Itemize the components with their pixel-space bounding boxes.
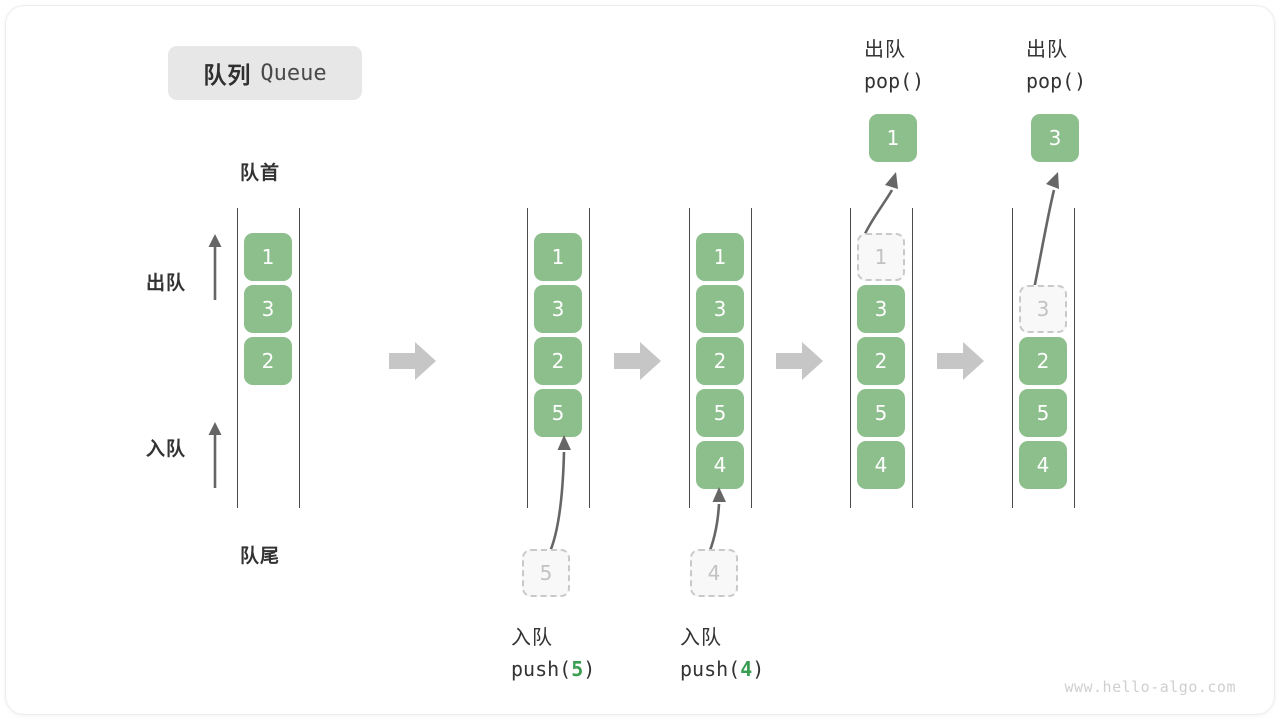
pop-code-prefix: pop( [1026, 69, 1075, 93]
push-code-suffix: ) [752, 657, 765, 681]
step-arrow-icon [776, 342, 823, 380]
pop-ghost-cell: 3 [1019, 285, 1067, 333]
queue-head-label: 队首 [240, 163, 281, 184]
queue-cell: 1 [244, 233, 292, 281]
queue-cell: 2 [696, 337, 744, 385]
rail-right [299, 208, 300, 508]
title-badge: 队列 Queue [168, 46, 362, 100]
title-cn: 队列 [203, 62, 252, 88]
queue-cell: 3 [244, 285, 292, 333]
queue-cell: 3 [534, 285, 582, 333]
push-code-prefix: push( [680, 657, 741, 681]
queue-cell: 4 [696, 441, 744, 489]
queue-cell: 1 [696, 233, 744, 281]
push-op-label-cn: 入队 [511, 627, 553, 649]
push-code-prefix: push( [511, 657, 572, 681]
queue-cell: 4 [1019, 441, 1067, 489]
queue-column-pop-1: 1 3 2 5 4 [850, 208, 914, 508]
push-ghost-cell: 5 [522, 549, 570, 597]
queue-tail-label: 队尾 [240, 546, 281, 567]
pop-code-suffix: ) [1074, 69, 1087, 93]
rail-right [1074, 208, 1075, 508]
pop-op-label-code: pop() [1026, 69, 1086, 93]
queue-column-push-5: 1 3 2 5 [527, 208, 591, 508]
enqueue-direction-label: 入队 [146, 439, 187, 460]
dequeue-up-arrow-icon [208, 234, 222, 300]
push-op-label-code: push(4) [680, 657, 764, 681]
rail-left [1012, 208, 1013, 508]
step-arrow-icon [614, 342, 661, 380]
pop-op-label-code: pop() [864, 69, 924, 93]
rail-right [912, 208, 913, 508]
title-en: Queue [260, 60, 327, 86]
queue-cell: 2 [857, 337, 905, 385]
queue-cell: 5 [857, 389, 905, 437]
queue-column-pop-3: 3 2 5 4 [1012, 208, 1076, 508]
push-code-suffix: ) [583, 657, 596, 681]
rail-left [527, 208, 528, 508]
rail-left [689, 208, 690, 508]
rail-right [751, 208, 752, 508]
step-arrow-icon [937, 342, 984, 380]
push-code-value: 5 [571, 657, 584, 681]
dequeue-direction-label: 出队 [146, 273, 187, 294]
queue-cell: 2 [1019, 337, 1067, 385]
push-code-value: 4 [740, 657, 753, 681]
pop-ghost-cell: 1 [857, 233, 905, 281]
rail-left [237, 208, 238, 508]
queue-cell: 5 [534, 389, 582, 437]
rail-left [850, 208, 851, 508]
pop-op-label-cn: 出队 [864, 39, 906, 61]
pop-code-suffix: ) [912, 69, 925, 93]
queue-cell: 3 [857, 285, 905, 333]
popped-cell: 1 [869, 114, 917, 162]
push-ghost-cell: 4 [690, 549, 738, 597]
queue-cell: 4 [857, 441, 905, 489]
pop-op-label-cn: 出队 [1026, 39, 1068, 61]
pop-code-prefix: pop( [864, 69, 913, 93]
queue-column-initial: 1 3 2 [237, 208, 301, 508]
queue-cell: 1 [534, 233, 582, 281]
push-op-label-code: push(5) [511, 657, 595, 681]
step-arrow-icon [389, 342, 436, 380]
popped-cell: 3 [1031, 114, 1079, 162]
queue-cell: 5 [1019, 389, 1067, 437]
enqueue-up-arrow-icon [208, 422, 222, 488]
rail-right [589, 208, 590, 508]
queue-cell: 2 [534, 337, 582, 385]
queue-cell: 3 [696, 285, 744, 333]
watermark: www.hello-algo.com [1064, 678, 1236, 696]
push-op-label-cn: 入队 [680, 627, 722, 649]
queue-column-push-4: 1 3 2 5 4 [689, 208, 753, 508]
queue-cell: 5 [696, 389, 744, 437]
queue-cell: 2 [244, 337, 292, 385]
